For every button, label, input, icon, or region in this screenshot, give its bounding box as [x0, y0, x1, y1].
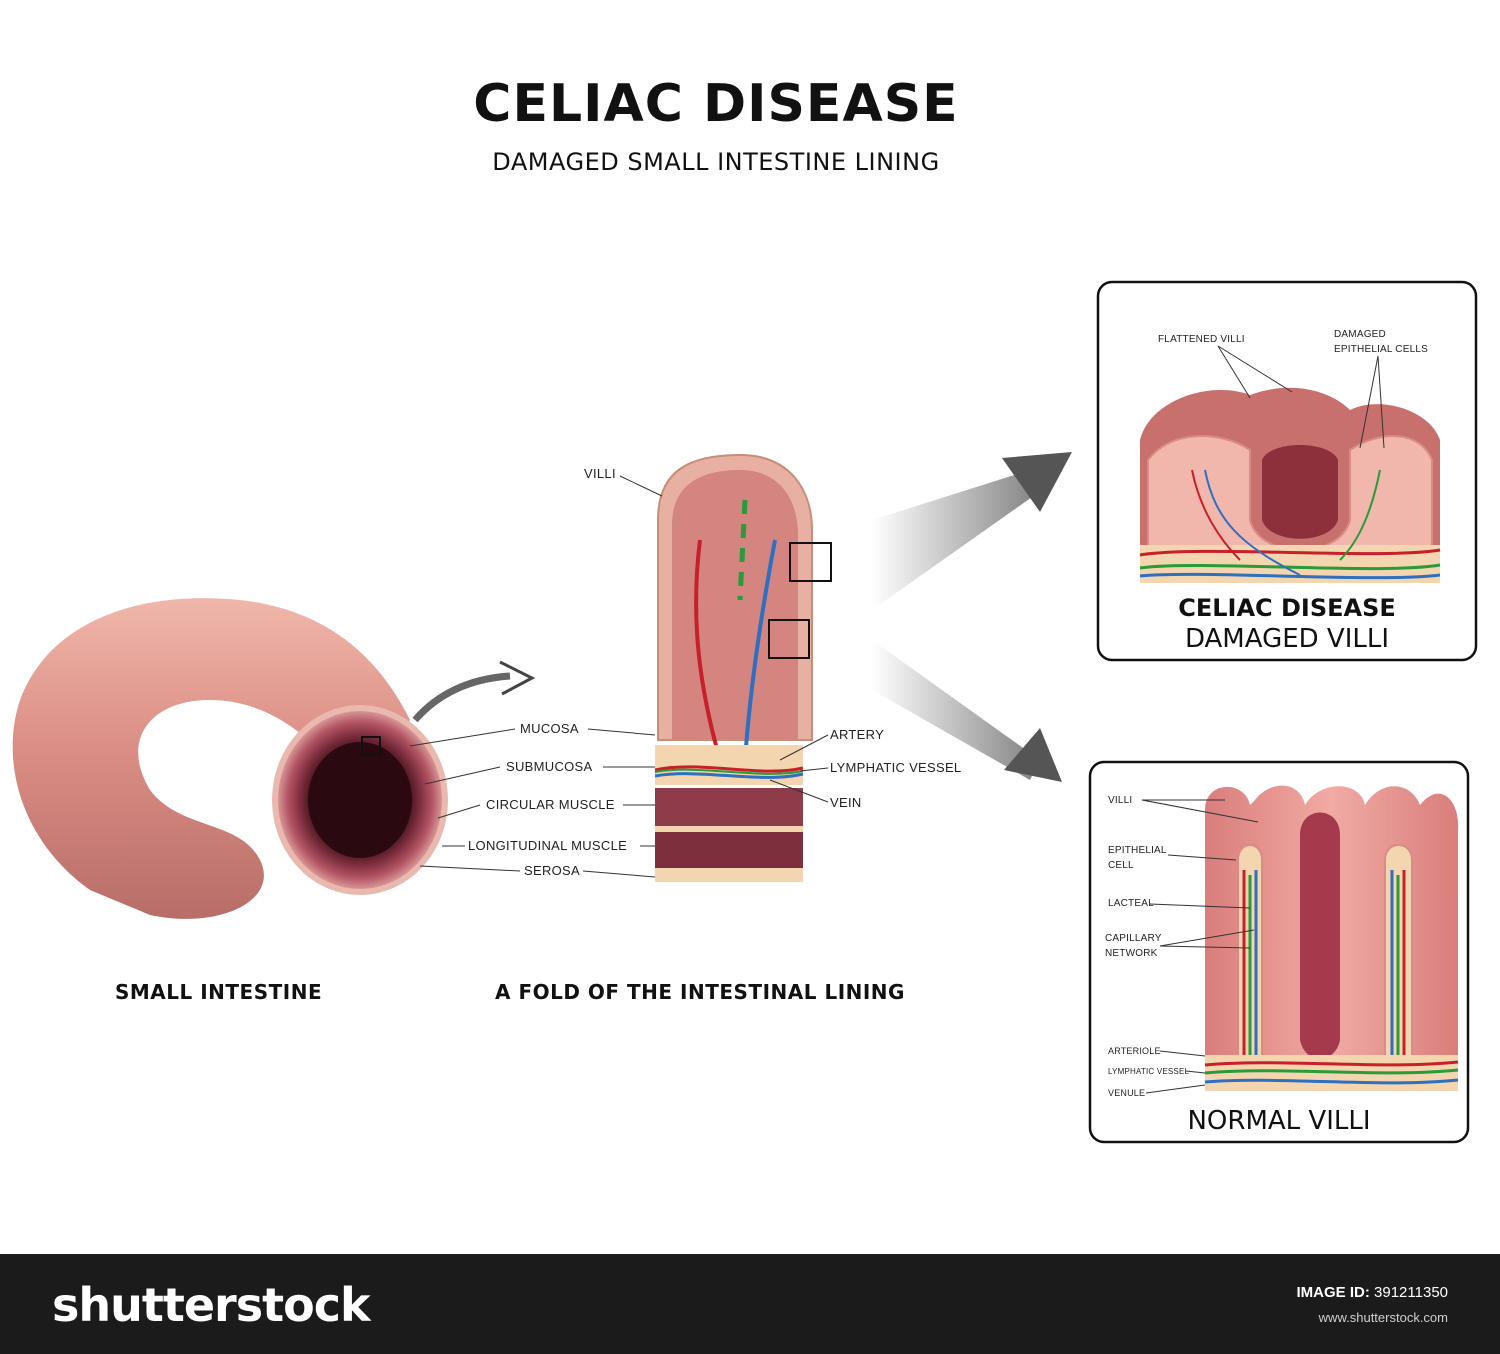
label-vein: VEIN: [830, 795, 862, 810]
footer-bar: shutterstock IMAGE ID: 391211350 www.shu…: [0, 1254, 1500, 1354]
label-circular-muscle: CIRCULAR MUSCLE: [486, 797, 615, 812]
fold-lymph-line: [737, 499, 748, 601]
layer-leader-lines: [409, 475, 829, 878]
damaged-capillary-2: [1204, 469, 1301, 576]
label-longitudinal-muscle: LONGITUDINAL MUSCLE: [468, 838, 628, 853]
leader-arteriole: [1159, 1050, 1206, 1057]
normal-sub-venule: [1204, 1078, 1459, 1085]
label-villi-normal: VILLI: [1108, 795, 1133, 806]
fold-submucosa: [655, 745, 803, 785]
label-villi-fold: VILLI: [584, 466, 616, 481]
leader-circular-ring: [437, 804, 481, 819]
arrow-to-fold-head: [499, 660, 536, 696]
normal-sub-lymph: [1204, 1068, 1459, 1075]
label-capillary-line1: CAPILLARY: [1105, 933, 1162, 944]
intestine-tube: [12, 598, 410, 919]
label-flattened-villi: FLATTENED VILLI: [1158, 334, 1245, 345]
fold-circular-muscle: [655, 788, 803, 826]
leader-serosa: [582, 870, 656, 878]
brand-logo: shutterstock: [52, 1278, 371, 1332]
damaged-villi-panel: [1096, 280, 1478, 662]
leader-lymphatic-fold: [799, 767, 829, 772]
label-capillary-line2: NETWORK: [1105, 948, 1158, 959]
fold-longitudinal-muscle: [655, 832, 803, 868]
beam-to-damaged: [872, 470, 1042, 610]
subtitle: DAMAGED SMALL INTESTINE LINING: [492, 148, 940, 176]
leader-villi-fold: [619, 475, 663, 497]
damaged-artery: [1139, 548, 1441, 557]
label-lacteal: LACTEAL: [1108, 898, 1154, 909]
intestine-lumen: [308, 742, 412, 858]
damaged-panel-title-1: CELIAC DISEASE: [1178, 594, 1396, 622]
damaged-capillary-1: [1191, 469, 1241, 561]
label-submucosa: SUBMUCOSA: [506, 759, 593, 774]
damaged-panel-title-2: DAMAGED VILLI: [1184, 624, 1390, 654]
leader-flattened-1: [1217, 345, 1251, 399]
leader-lacteal: [1149, 903, 1251, 909]
leader-damaged-1: [1359, 355, 1379, 449]
damaged-lymph: [1139, 563, 1441, 571]
fold-sub-lymph: [654, 768, 804, 775]
arrow-head-normal: [1004, 728, 1062, 782]
fold-illustration: [654, 453, 832, 882]
label-damaged-line2: EPITHELIAL CELLS: [1334, 344, 1428, 355]
normal-villus-center: [1300, 812, 1340, 1059]
leader-serosa-ring: [419, 865, 521, 872]
caption-small-intestine: SMALL INTESTINE: [115, 980, 323, 1004]
caption-fold: A FOLD OF THE INTESTINAL LINING: [495, 980, 905, 1004]
leader-villi-2: [1141, 799, 1259, 823]
damaged-crypt: [1262, 445, 1338, 539]
image-id-value: 391211350: [1374, 1284, 1448, 1301]
fold-core: [672, 470, 798, 740]
label-arteriole: ARTERIOLE: [1108, 1046, 1161, 1056]
leader-submucosa-ring: [424, 766, 501, 785]
zoom-box-normal: [768, 619, 810, 659]
fold-sub-artery: [654, 765, 804, 773]
fold-serosa: [655, 868, 803, 882]
leader-capillary-2: [1159, 945, 1251, 949]
leader-venule: [1145, 1084, 1206, 1094]
leader-mucosa-ring: [409, 728, 516, 747]
arrow-to-fold: [412, 672, 511, 723]
label-epithelial-line1: EPITHELIAL: [1108, 845, 1167, 856]
image-id-label: IMAGE ID:: [1296, 1284, 1370, 1301]
diagram-artwork: [12, 280, 1478, 1144]
label-serosa: SEROSA: [524, 863, 580, 878]
leader-epithelial: [1167, 854, 1237, 861]
label-mucosa: MUCOSA: [520, 721, 579, 736]
small-intestine-illustration: [12, 598, 448, 919]
label-damaged-line1: DAMAGED: [1334, 329, 1386, 340]
fold-vein-line: [743, 539, 777, 761]
label-venule: VENULE: [1108, 1088, 1146, 1098]
normal-panel-title: NORMAL VILLI: [1187, 1106, 1371, 1136]
fold-sub-vein: [654, 772, 804, 779]
image-id: IMAGE ID: 391211350: [1297, 1284, 1448, 1301]
normal-sub-arteriole: [1204, 1060, 1459, 1067]
leader-capillary-1: [1159, 929, 1255, 947]
leader-lymphatic: [1185, 1070, 1206, 1074]
damaged-capillary-3: [1339, 469, 1381, 561]
leader-damaged-2: [1377, 355, 1385, 449]
leader-artery: [779, 734, 829, 761]
site-url[interactable]: www.shutterstock.com: [1318, 1310, 1448, 1325]
zoom-box-damaged: [789, 542, 832, 582]
normal-villi-panel: [1088, 760, 1470, 1144]
fold-muscle-gap: [655, 826, 803, 832]
fold-artery-line: [694, 539, 722, 761]
main-title: CELIAC DISEASE: [473, 74, 959, 134]
leader-vein: [769, 779, 829, 803]
label-epithelial-line2: CELL: [1108, 860, 1134, 871]
label-lymphatic-vessel-fold: LYMPHATIC VESSEL: [830, 760, 962, 775]
damaged-vein: [1139, 572, 1441, 580]
leader-mucosa: [587, 728, 656, 736]
beam-to-normal: [872, 640, 1040, 780]
label-lymphatic-normal: LYMPHATIC VESSEL: [1108, 1067, 1190, 1076]
zoom-box-intestine: [361, 736, 381, 756]
leader-flattened-2: [1217, 345, 1293, 393]
label-artery: ARTERY: [830, 727, 885, 742]
arrow-head-damaged: [1002, 452, 1072, 512]
